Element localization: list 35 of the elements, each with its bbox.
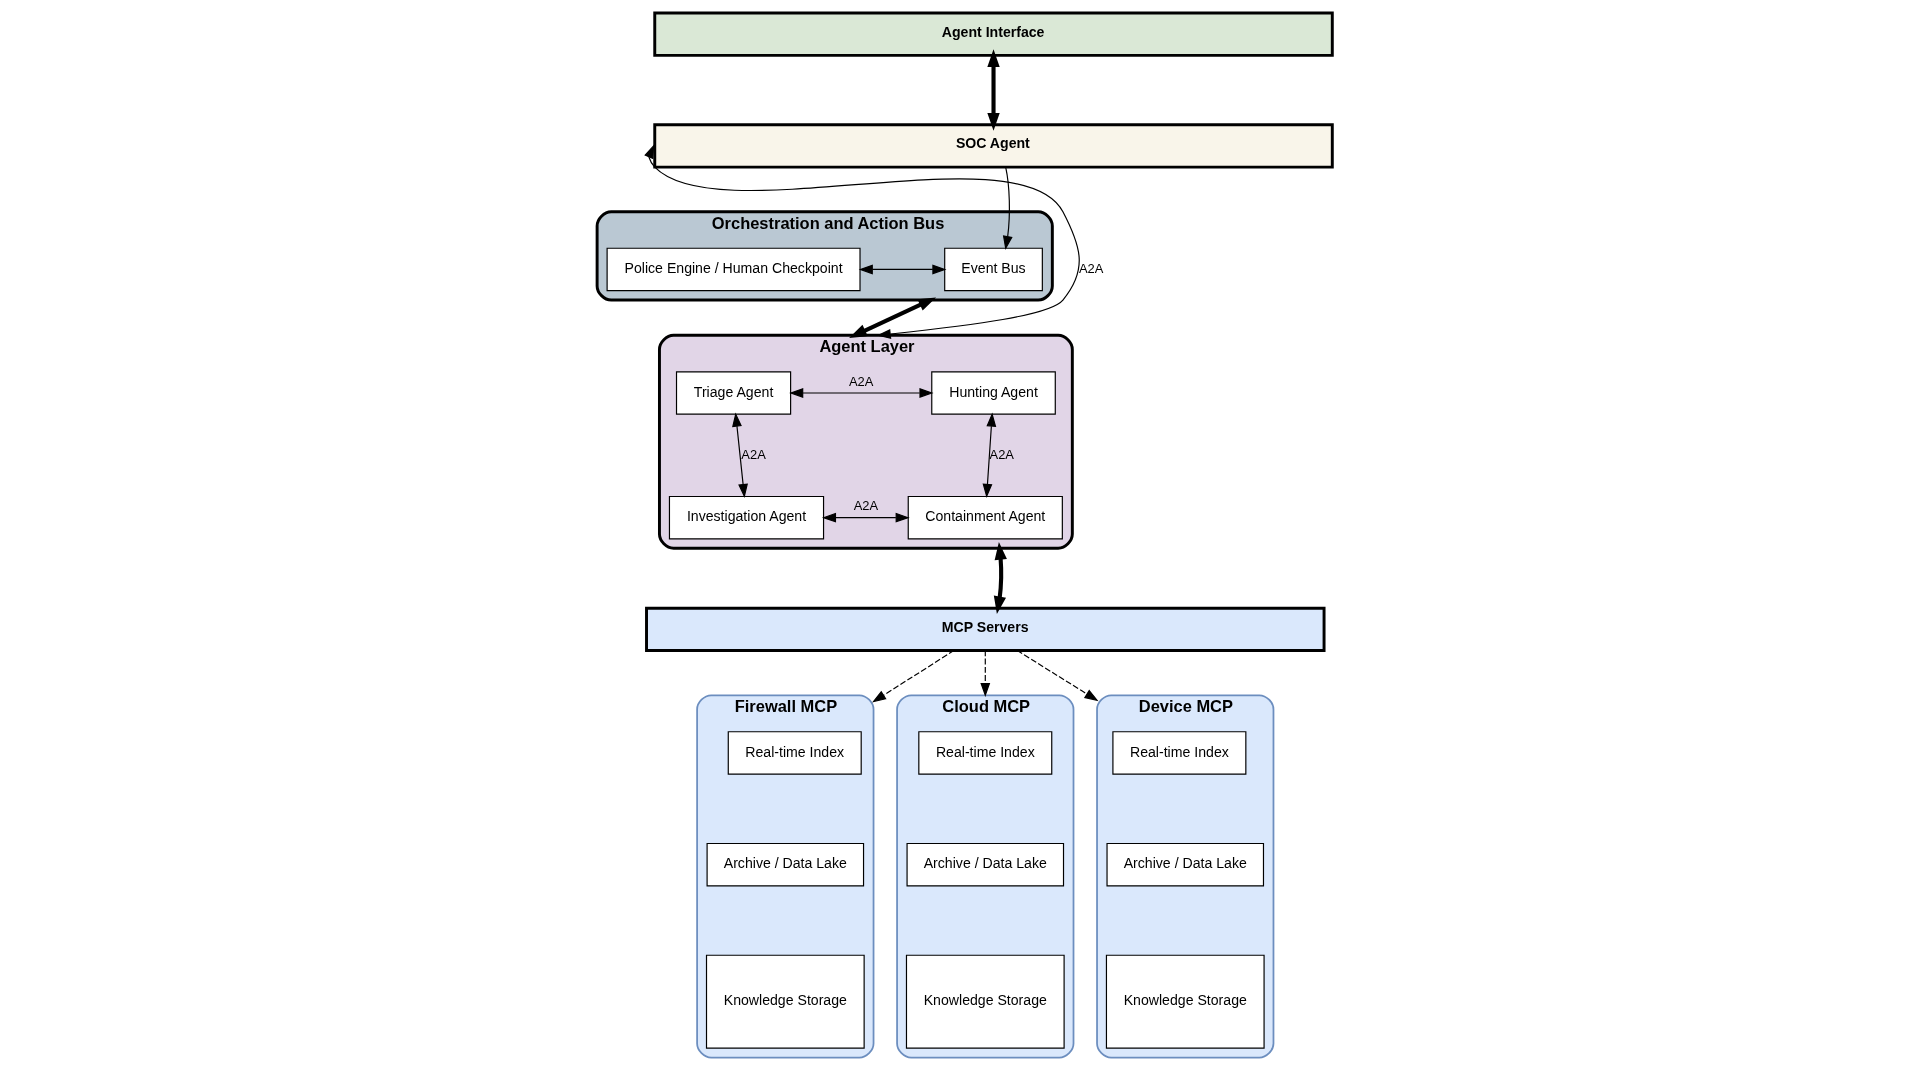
arrow [821, 512, 910, 523]
edge-label: A2A [741, 446, 766, 462]
arrow [872, 650, 955, 703]
arrow [789, 388, 934, 398]
node-box: MCP Servers [645, 606, 1326, 653]
node-box: Containment Agent [907, 495, 1063, 540]
arrow [732, 412, 748, 498]
node-box: Event Bus [944, 247, 1043, 292]
node-box: Real-time Index [727, 731, 862, 775]
node-box: Investigation Agent [668, 495, 825, 540]
node-box: Real-time Index [918, 731, 1053, 775]
arrow [993, 542, 1007, 615]
arrow [849, 297, 937, 338]
arrow [987, 49, 1000, 131]
arrow [1002, 166, 1013, 250]
arrow [982, 412, 997, 499]
edge-label: A2A [848, 373, 874, 389]
edge-label: A2A [1078, 260, 1104, 276]
edge-label: A2A [853, 498, 879, 514]
arrow [980, 650, 991, 698]
node-box: Archive / Data Lake [906, 842, 1065, 887]
node-box: Knowledge Storage [705, 954, 865, 1049]
node-box: SOC Agent [653, 123, 1334, 169]
node-box: Knowledge Storage [905, 954, 1065, 1049]
arrow [1016, 650, 1099, 702]
node-box: Archive / Data Lake [706, 842, 865, 887]
node-box: Archive / Data Lake [1106, 842, 1265, 887]
node-box: Police Engine / Human Checkpoint [606, 247, 861, 292]
arrow [644, 144, 1080, 339]
node-box: Knowledge Storage [1105, 954, 1265, 1049]
node-box: Triage Agent [675, 371, 792, 415]
node-box: Hunting Agent [931, 371, 1056, 415]
node-box: Agent Interface [653, 11, 1334, 57]
node-box: Real-time Index [1112, 731, 1247, 775]
arrow [858, 264, 947, 275]
